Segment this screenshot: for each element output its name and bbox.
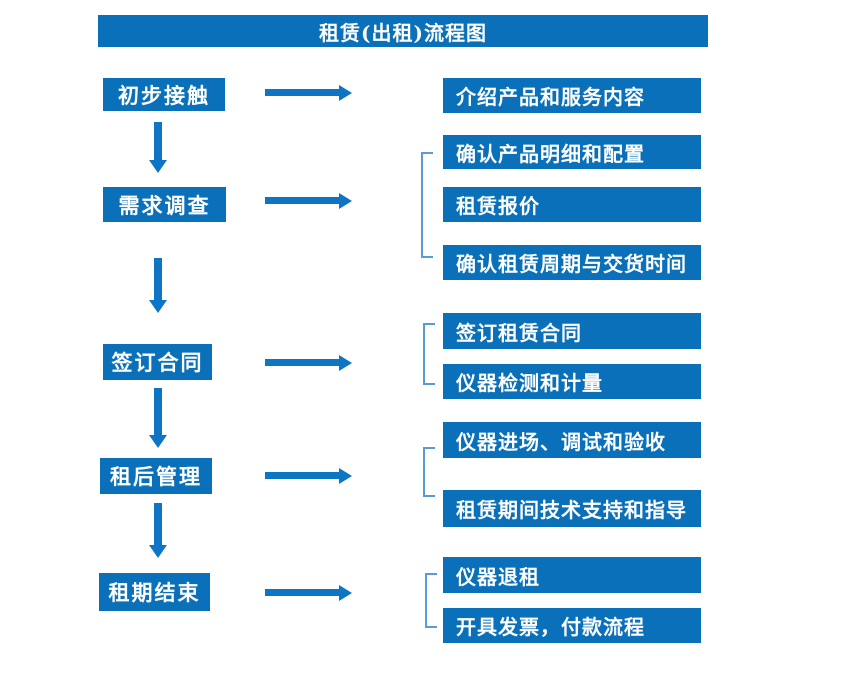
detail-box-sign-rental-contract: 签订租赁合同	[443, 313, 701, 349]
group-bracket-sign-contract	[423, 323, 435, 385]
detail-box-technical-support: 租赁期间技术支持和指导	[443, 490, 701, 527]
down-arrow-icon	[154, 258, 162, 300]
down-arrow-icon	[154, 122, 162, 160]
detail-box-invoice-payment: 开具发票，付款流程	[443, 608, 701, 643]
step-box-initial-contact: 初步接触	[103, 78, 225, 111]
detail-box-instrument-inspection: 仪器检测和计量	[443, 364, 701, 399]
detail-box-instrument-return: 仪器退租	[443, 557, 701, 593]
step-box-post-rental-management: 租后管理	[100, 458, 212, 494]
detail-box-introduce-products: 介绍产品和服务内容	[443, 78, 701, 113]
group-bracket-rental-end	[425, 573, 437, 628]
right-arrow-icon	[265, 472, 339, 479]
step-box-rental-end: 租期结束	[99, 573, 210, 611]
group-bracket-post-rental-management	[423, 447, 435, 497]
detail-box-confirm-period-delivery: 确认租赁周期与交货时间	[443, 245, 701, 280]
detail-box-rental-quote: 租赁报价	[443, 187, 701, 222]
detail-box-confirm-product-config: 确认产品明细和配置	[443, 135, 701, 169]
step-box-demand-survey: 需求调查	[103, 187, 226, 222]
right-arrow-icon	[265, 359, 339, 366]
right-arrow-icon	[265, 89, 339, 96]
step-box-sign-contract: 签订合同	[103, 344, 212, 380]
down-arrow-icon	[154, 388, 162, 435]
right-arrow-icon	[265, 589, 339, 596]
group-bracket-demand-survey	[421, 152, 433, 258]
detail-box-instrument-setup-acceptance: 仪器进场、调试和验收	[443, 422, 701, 458]
flowchart-title-bar: 租赁(出租)流程图	[98, 15, 708, 47]
down-arrow-icon	[154, 503, 162, 545]
right-arrow-icon	[265, 197, 339, 204]
